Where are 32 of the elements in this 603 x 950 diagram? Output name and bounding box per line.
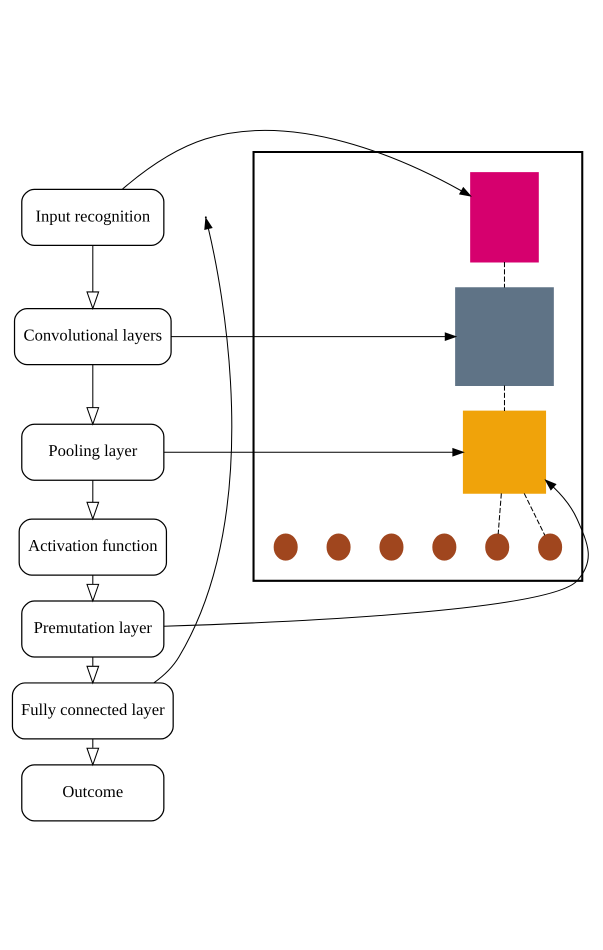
node-circle	[379, 533, 404, 560]
node-box: Convolutional layers	[14, 307, 172, 365]
arrow	[86, 574, 100, 602]
node-box: Outcome	[21, 764, 164, 821]
node-box: Activation function	[18, 518, 168, 576]
connector	[524, 492, 546, 535]
arrow	[86, 656, 100, 684]
node-box: Input recognition	[21, 188, 164, 246]
arrow	[164, 478, 589, 626]
node-box	[470, 172, 539, 262]
arrow	[86, 480, 100, 520]
arrow	[154, 216, 232, 683]
node-circle	[326, 533, 351, 560]
node-circle	[485, 533, 510, 560]
node-circle	[432, 533, 456, 560]
arrow	[171, 332, 458, 340]
connector	[504, 262, 505, 288]
arrow	[86, 364, 100, 426]
connector	[498, 492, 502, 534]
connector	[504, 384, 505, 410]
node-circle	[274, 533, 298, 560]
node-box: Pooling layer	[21, 423, 164, 480]
node-box	[462, 410, 546, 494]
node-box	[455, 286, 554, 386]
node-box: Premutation layer	[21, 600, 164, 658]
arrow	[122, 130, 472, 196]
arrow	[86, 245, 100, 310]
node-circle	[538, 533, 562, 560]
arrow	[86, 738, 100, 766]
node-box: Fully connected layer	[12, 682, 174, 740]
cluster	[252, 150, 584, 582]
arrow	[164, 447, 465, 456]
